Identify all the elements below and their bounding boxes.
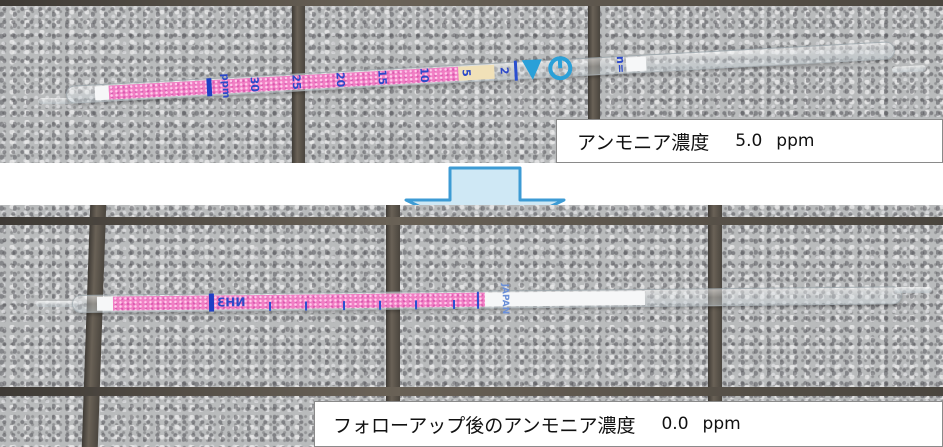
tube-tick-label: 20	[333, 71, 348, 88]
tube-tick-label: 5	[459, 68, 473, 77]
tube-scale-line	[476, 291, 480, 309]
tile-grout	[81, 205, 107, 447]
tube-scale-line	[452, 299, 456, 310]
tile-grout	[386, 205, 400, 447]
concentration-value: 0.0	[661, 414, 689, 434]
tile-grout	[0, 387, 943, 396]
tube-scale-line	[414, 300, 418, 310]
tube-tick-label: 30	[247, 76, 262, 93]
bottom-photo: NH3 JAPAN フォローアップ後のアンモニア濃度 0.0 ppm	[0, 205, 943, 447]
tube-scale-line	[304, 301, 308, 311]
tube-cotton-plug	[625, 56, 647, 72]
tube-tip-left	[38, 98, 74, 104]
tube-scale-line	[378, 300, 382, 310]
tube-scale-line	[513, 60, 518, 81]
concentration-caption: フォローアップ後のアンモニア濃度	[333, 414, 636, 437]
tube-tick-label: 2	[497, 66, 511, 75]
tube-scale-band	[208, 293, 215, 312]
tube-end-mark: n=	[613, 55, 628, 74]
tube-tip-right	[891, 65, 927, 73]
tile-grout	[0, 0, 943, 6]
top-photo: ppm 30 25 20 15 10 5 2 n= アンモニア濃度 5.0 pp…	[0, 0, 943, 163]
gas-detector-tube: NH3 JAPAN	[71, 283, 903, 315]
tube-cotton-plug	[94, 85, 110, 101]
top-concentration-label: アンモニア濃度 5.0 ppm	[556, 119, 943, 163]
tube-scale-line	[342, 301, 346, 311]
concentration-unit: ppm	[702, 414, 741, 434]
tube-origin-mark: JAPAN	[499, 283, 510, 315]
tube-tick-label: 25	[289, 74, 304, 91]
tile-grout	[0, 217, 943, 225]
tube-scale-band	[206, 78, 213, 97]
tube-tick-label: 15	[375, 69, 390, 86]
tube-unit-mark: ppm	[218, 73, 232, 99]
tube-scale-line	[268, 301, 272, 311]
tube-formula-mark: NH3	[216, 295, 246, 310]
tile-grout	[708, 205, 722, 447]
manufacturer-logo-icon	[521, 56, 573, 81]
tube-cotton-plug	[96, 296, 114, 311]
tube-indicator-reagent	[112, 292, 486, 311]
concentration-unit: ppm	[776, 131, 815, 151]
concentration-caption: アンモニア濃度	[577, 131, 710, 154]
bottom-concentration-label: フォローアップ後のアンモニア濃度 0.0 ppm	[314, 401, 943, 447]
gas-detector-tube: ppm 30 25 20 15 10 5 2 n=	[65, 41, 896, 104]
concentration-value: 5.0	[735, 131, 763, 151]
tube-tip-right	[894, 287, 932, 293]
tube-tick-label: 10	[417, 67, 432, 84]
tube-tip-left	[36, 301, 78, 307]
tube-indicator-reagent	[108, 66, 459, 100]
